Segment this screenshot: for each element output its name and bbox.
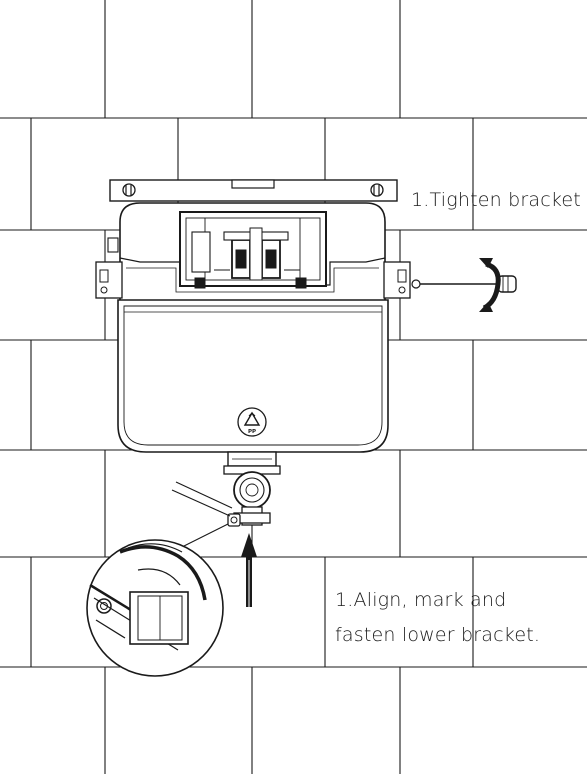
rotation-arrow-icon xyxy=(479,258,501,312)
screwdriver-icon xyxy=(411,275,517,293)
top-bracket-rail xyxy=(109,179,398,202)
align-bracket-label-line2: fasten lower bracket. xyxy=(335,624,541,646)
bracket-callout-line-2 xyxy=(175,481,233,509)
upward-arrow-icon xyxy=(241,533,257,607)
rail-screw-left xyxy=(122,183,136,197)
recycling-pp-icon: PP xyxy=(237,407,267,437)
rail-screw-right xyxy=(370,183,384,197)
flush-valve-mechanism xyxy=(191,218,307,289)
outlet-pipe xyxy=(223,451,281,527)
detail-magnifier-icon xyxy=(86,523,229,677)
bracket-callout-line xyxy=(171,489,231,517)
align-bracket-label-line1: 1.Align, mark and xyxy=(335,589,507,611)
tighten-bracket-label: 1.Tighten bracket xyxy=(411,189,581,211)
recycle-code-text: PP xyxy=(248,429,256,435)
